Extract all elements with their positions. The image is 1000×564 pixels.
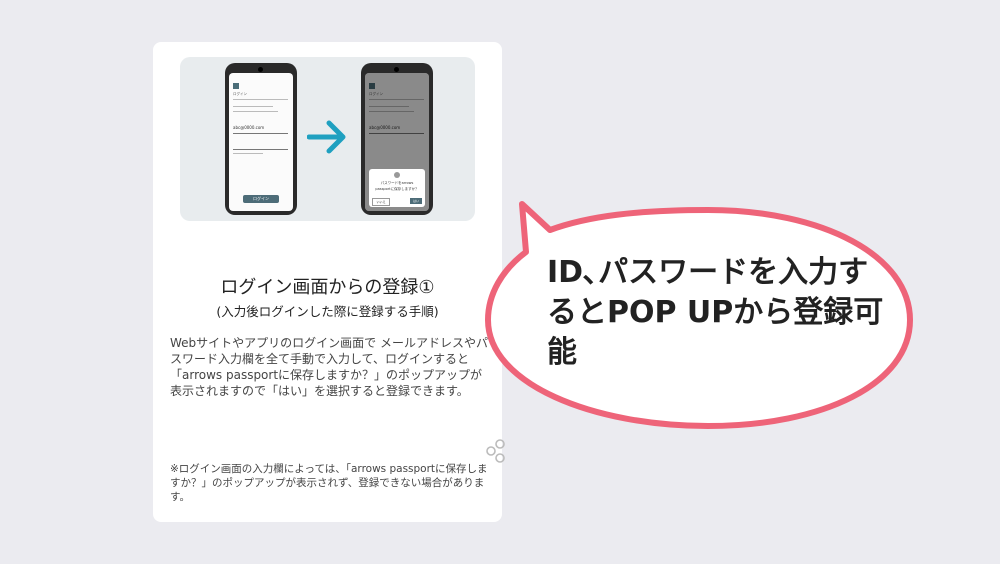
instruction-card: ログイン abc@0000.com ログイン ログイン: [153, 42, 502, 522]
screen-text-line: [369, 111, 414, 112]
screen-divider: [233, 99, 288, 100]
phone-screen: ログイン abc@0000.com パスワードをarrows passportに…: [365, 73, 429, 211]
phone-after: ログイン abc@0000.com パスワードをarrows passportに…: [361, 63, 433, 215]
screen-header: ログイン: [233, 92, 247, 96]
app-logo-icon: [233, 83, 239, 89]
card-note: ※ログイン画面の入力欄によっては、「arrows passportに保存しますか…: [170, 463, 488, 503]
password-field[interactable]: [233, 141, 288, 150]
right-arrow-icon: [307, 120, 346, 154]
login-button[interactable]: ログイン: [243, 195, 279, 203]
speech-bubble: [485, 201, 913, 429]
share-icon[interactable]: [484, 437, 506, 465]
popup-text-line-2: passportに保存しますか？: [375, 187, 419, 191]
popup-yes-button[interactable]: はい: [410, 198, 422, 204]
save-password-popup: パスワードをarrows passportに保存しますか？ いいえ はい: [369, 169, 425, 207]
phone-before: ログイン abc@0000.com ログイン: [225, 63, 297, 215]
phone-screen: ログイン abc@0000.com ログイン: [229, 73, 293, 211]
card-subtitle: (入力後ログインした際に登録する手順): [216, 304, 439, 319]
checkbox-label-line: [233, 153, 263, 154]
email-field[interactable]: abc@0000.com: [233, 125, 288, 134]
bubble-text: ID､パスワードを入力するとPOP UPから登録可能: [547, 255, 884, 370]
screen-header: ログイン: [369, 92, 383, 96]
app-logo-icon: [369, 83, 375, 89]
screen-text-line: [233, 111, 278, 112]
camera-dot: [394, 67, 399, 72]
screen-text-line: [369, 106, 409, 107]
illustration: ログイン abc@0000.com ログイン ログイン: [180, 57, 475, 221]
camera-dot: [258, 67, 263, 72]
card-description: Webサイトやアプリのログイン画面で メールアドレスやパスワード入力欄を全て手動…: [170, 336, 488, 398]
screen-text-line: [233, 106, 273, 107]
popup-text-line-1: パスワードをarrows: [380, 181, 414, 185]
screen-divider: [369, 99, 424, 100]
key-icon: [394, 172, 400, 178]
popup-no-button[interactable]: いいえ: [372, 198, 390, 206]
card-title: ログイン画面からの登録①: [220, 277, 435, 298]
email-field[interactable]: abc@0000.com: [369, 125, 424, 134]
